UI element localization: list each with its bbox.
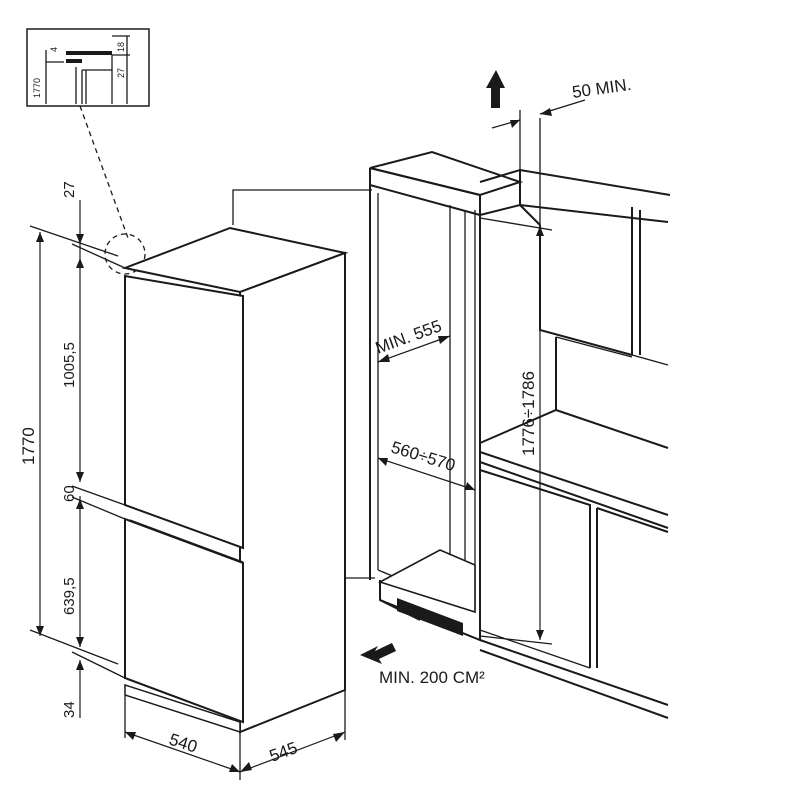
detail-leader [79, 105, 129, 239]
fridge-door [124, 274, 244, 550]
height-dimensions: 1770 27 1005,5 60 639,5 34 [19, 181, 126, 718]
detail-inset: 1770 4 18 27 [26, 28, 150, 107]
dim-door-gap: 60 [61, 485, 78, 502]
dim-niche-height: 1776÷1786 [519, 371, 538, 456]
dim-freezer-door: 639,5 [61, 577, 78, 615]
dim-niche-width: 560÷570 [389, 438, 458, 475]
dim-depth: 545 [267, 738, 300, 766]
detail-circle [104, 233, 146, 275]
inset-label-18: 18 [116, 42, 126, 52]
right-arrow-icon [360, 643, 396, 664]
up-arrow-icon [486, 70, 505, 108]
dim-width: 540 [167, 730, 200, 757]
dim-fridge-door: 1005,5 [61, 342, 78, 388]
installation-niche [232, 150, 671, 719]
dim-bottom-gap: 34 [61, 701, 78, 718]
dim-vent-gap: 50 MIN. [571, 75, 633, 102]
dim-top-gap: 27 [61, 181, 78, 198]
inset-label-27: 27 [116, 68, 126, 78]
inset-label-4: 4 [49, 47, 59, 52]
inset-label-1770: 1770 [32, 78, 42, 98]
dim-air-inlet: MIN. 200 CM² [379, 668, 485, 687]
appliance [121, 226, 349, 734]
freezer-door [124, 517, 244, 724]
dim-total-height: 1770 [19, 427, 38, 465]
